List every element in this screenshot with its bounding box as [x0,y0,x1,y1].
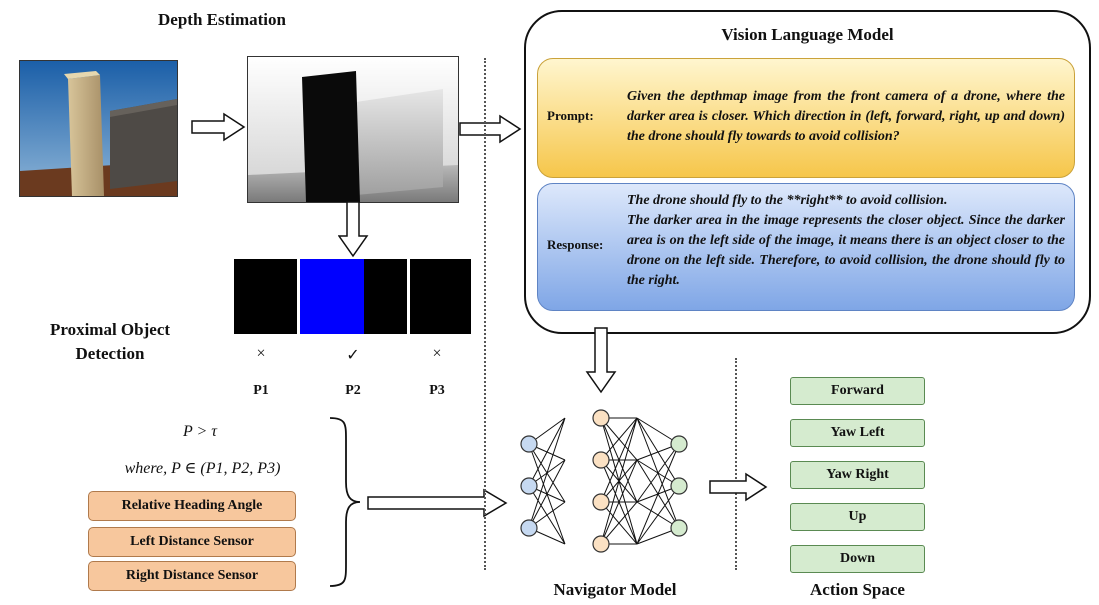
prompt-text: Given the depthmap image from the front … [627,89,1065,144]
p2-label: P2 [345,383,361,398]
response-text: The drone should fly to the **right** to… [627,191,1065,291]
input-grouping-brace [329,417,361,587]
p1-label: P1 [253,383,269,398]
separator-right [735,358,737,570]
action-forward: Forward [790,377,925,405]
arrow-rgb-to-depth [191,112,246,142]
arrow-inputs-to-navigator [367,488,508,518]
response-text-line1: The drone should fly to the **right** to… [627,193,948,208]
arrow-depth-to-detection [338,201,369,258]
region-set-condition: where, P ∈ (P1, P2, P3) [124,460,281,477]
response-text-body: The darker area in the image represents … [627,213,1065,288]
action-yaw-left: Yaw Left [790,419,925,447]
feature-right-distance-sensor: Right Distance Sensor [88,561,296,591]
feature-relative-heading-angle: Relative Heading Angle [88,491,296,521]
action-down: Down [790,545,925,573]
proximal-detection-title-line1: Proximal Object [49,320,171,339]
threshold-condition: P > τ [182,423,217,440]
arrow-vlm-to-navigator [585,327,617,394]
arrow-depth-to-vlm [459,114,522,144]
prompt-box [537,58,1075,178]
action-yaw-right: Yaw Right [790,461,925,489]
separator-left [484,58,486,570]
vlm-title: Vision Language Model [721,25,894,44]
navigator-title: Navigator Model [553,580,677,599]
depth-map-image [247,56,459,203]
p2-mark: ✓ [346,347,360,364]
proximal-detection-title: Proximal Object Detection [30,318,190,366]
navigator-network-links [515,402,695,570]
p1-mark: × [256,345,266,362]
rgb-camera-image [19,60,178,197]
action-up: Up [790,503,925,531]
navigator-network [520,409,688,553]
prompt-label: Prompt: [547,108,594,123]
response-label: Response: [547,237,604,252]
arrow-navigator-to-actions [709,472,768,502]
p3-label: P3 [429,383,445,398]
p3-mark: × [432,345,442,362]
response-box [537,183,1075,311]
network-edges [528,417,680,545]
proximal-detection-bar [234,259,471,334]
feature-left-distance-sensor: Left Distance Sensor [88,527,296,557]
action-space-title: Action Space [810,580,905,599]
proximal-detection-title-line2: Detection [75,344,145,363]
depth-estimation-title: Depth Estimation [158,10,286,29]
